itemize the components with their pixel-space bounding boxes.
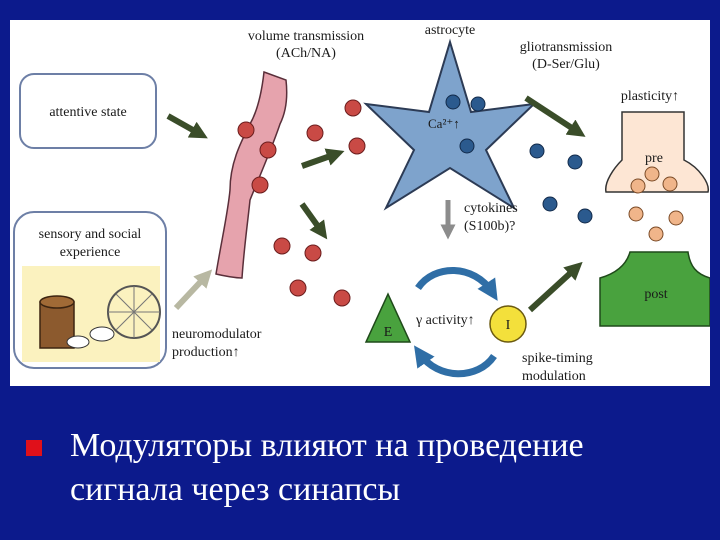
blue-vesicles (529, 143, 593, 224)
arrow-glio (524, 95, 586, 137)
arrow-attentive (166, 113, 208, 139)
post-terminal (599, 251, 710, 327)
gamma-activity-label: γ activity↑ (415, 313, 475, 328)
arrow-axon-to-network (299, 202, 328, 240)
post-label: post (644, 287, 667, 302)
slide-caption: Модуляторы влияют на проведение сигнала … (70, 424, 690, 512)
cycle-arrow-top (415, 267, 498, 301)
caption-line1: Модуляторы влияют на проведение (70, 427, 584, 464)
gliotransmission-label-line2: (D-Ser/Glu) (532, 57, 600, 72)
volume-label-line2: (ACh/NA) (276, 46, 336, 61)
mouse-icon (89, 326, 115, 342)
pre-label: pre (645, 151, 663, 166)
astrocyte-vesicles (445, 94, 486, 154)
e-triangle (364, 292, 412, 343)
gliotransmission-label-line1: gliotransmission (520, 40, 613, 55)
sensory-label-line1: sensory and social (39, 227, 142, 242)
diagram-panel: attentive state sensory and social exper… (10, 20, 710, 386)
arrow-axon-to-astrocyte (301, 148, 345, 169)
i-circle (489, 305, 527, 343)
spike-timing-label-line2: modulation (522, 369, 586, 384)
arrow-spike-timing (527, 261, 583, 313)
volume-label-line1: volume transmission (248, 29, 364, 44)
caption-line2: сигнала через синапсы (70, 471, 401, 508)
bullet-marker (26, 440, 42, 456)
neuromodulator-label-line1: neuromodulator (172, 327, 262, 342)
astrocyte-label: astrocyte (425, 23, 476, 38)
pre-terminal (605, 111, 709, 193)
sensory-label-line2: experience (60, 245, 121, 260)
plasticity-label: plasticity↑ (621, 89, 679, 104)
red-vesicles (237, 99, 366, 307)
i-label: I (506, 318, 511, 333)
spike-timing-label-line1: spike-timing (522, 351, 593, 366)
e-label: E (384, 325, 393, 340)
attentive-state-label: attentive state (49, 105, 126, 120)
orange-vesicles (628, 166, 684, 242)
astrocyte-star (363, 38, 537, 211)
cycle-arrow-bottom (414, 345, 497, 378)
ca-label: Ca²⁺↑ (428, 116, 460, 131)
neuromodulator-label-line2: production↑ (172, 345, 240, 360)
mouse-icon-2 (66, 335, 90, 349)
cytokines-label-line2: (S100b)? (464, 219, 515, 234)
arrow-sensory (173, 269, 213, 311)
diagram-svg: attentive state sensory and social exper… (13, 23, 710, 384)
cytokines-label-line1: cytokines (464, 201, 518, 216)
tube-top-icon (39, 295, 75, 309)
attentive-state-box (19, 73, 157, 149)
